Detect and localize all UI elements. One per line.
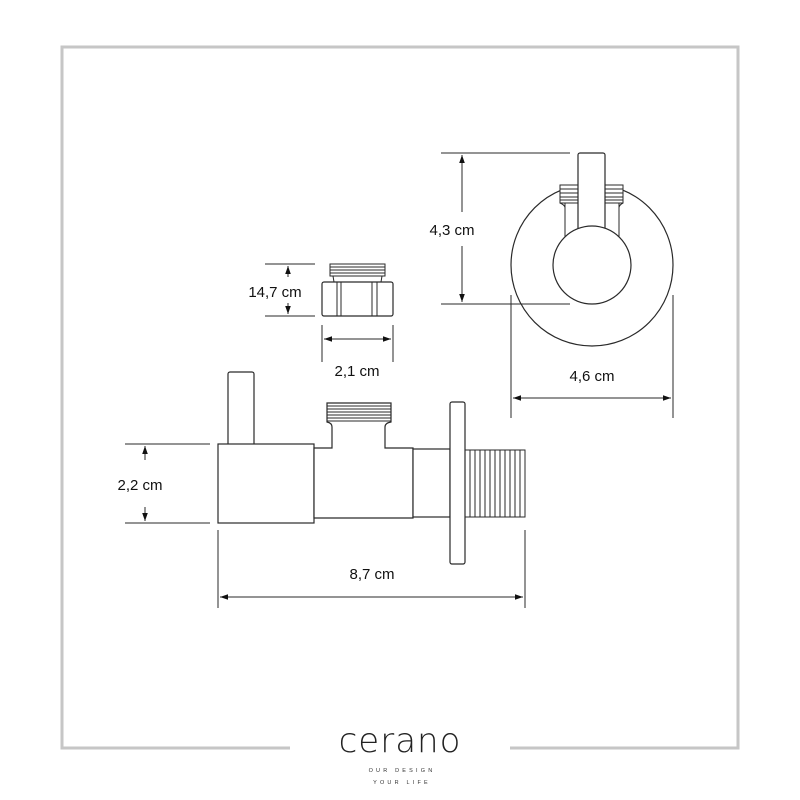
thread [464,449,526,518]
rosette-front-view [510,152,674,347]
brand-tagline-1: OUR DESIGN [369,768,436,774]
brand-logo: cerano OUR DESIGN YOUR LIFE [339,721,462,786]
rosette-width-label: 4,6 cm [569,368,614,385]
rosette-height-dimension [441,152,570,305]
adapter-height-label: 14,7 cm [248,284,301,301]
brand-tagline-2: YOUR LIFE [373,780,431,786]
valve-height-label: 2,2 cm [117,477,162,494]
adapter-height-dimension [265,263,315,317]
valve-length-dimension [217,530,526,608]
adapter-fitting [321,263,394,317]
valve-height-dimension [125,443,210,524]
adapter-width-label: 2,1 cm [334,363,379,380]
frame [60,45,740,750]
angle-valve-side-view [217,371,526,565]
adapter-width-dimension [321,325,394,362]
valve-length-label: 8,7 cm [349,566,394,583]
rosette-width-dimension [510,295,674,418]
rosette-height-label: 4,3 cm [429,222,474,239]
brand-name: cerano [339,721,462,761]
